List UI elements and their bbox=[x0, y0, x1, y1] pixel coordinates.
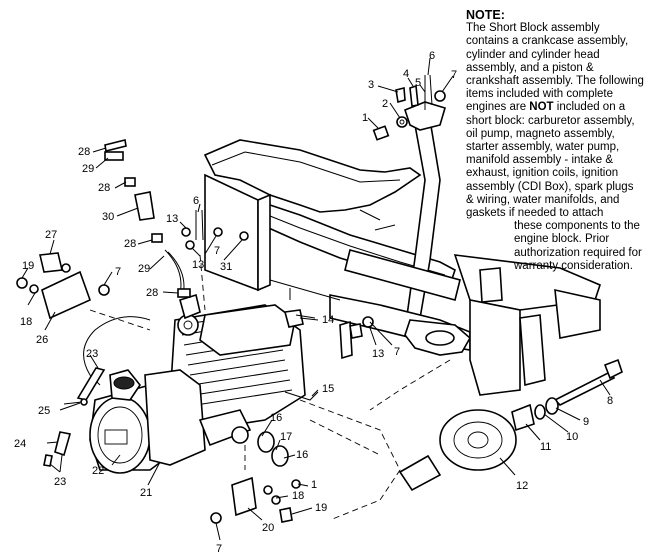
callout-7: 7 bbox=[214, 245, 220, 257]
callout-7: 7 bbox=[451, 69, 457, 81]
note-heading: NOTE: bbox=[466, 8, 505, 22]
short-block-note: NOTE: The Short Block assembly contains … bbox=[466, 8, 644, 273]
callout-18: 18 bbox=[292, 490, 304, 502]
callout-29: 29 bbox=[82, 163, 94, 175]
callout-19: 19 bbox=[22, 260, 34, 272]
callout-16: 16 bbox=[296, 449, 308, 461]
callout-9: 9 bbox=[583, 416, 589, 428]
callout-31: 31 bbox=[220, 261, 232, 273]
callout-23: 23 bbox=[86, 348, 98, 360]
callout-30: 30 bbox=[102, 211, 114, 223]
callout-11: 11 bbox=[540, 441, 551, 453]
callout-24: 24 bbox=[14, 438, 26, 450]
callout-3: 3 bbox=[368, 79, 374, 91]
callout-28: 28 bbox=[124, 238, 136, 250]
callout-16: 16 bbox=[270, 412, 282, 424]
callout-4: 4 bbox=[403, 68, 409, 80]
callout-29: 29 bbox=[138, 263, 150, 275]
callout-13: 13 bbox=[372, 348, 384, 360]
frame-assembly bbox=[203, 101, 601, 396]
callout-28: 28 bbox=[146, 287, 158, 299]
callout-5: 5 bbox=[415, 77, 421, 89]
callout-13: 13 bbox=[166, 213, 178, 225]
note-text-bold: NOT bbox=[529, 101, 554, 114]
callout-28: 28 bbox=[78, 146, 90, 158]
note-body-continued: these components to the engine block. Pr… bbox=[514, 220, 642, 272]
callout-14: 14 bbox=[322, 314, 334, 326]
callout-15: 15 bbox=[322, 383, 334, 395]
callout-7: 7 bbox=[216, 543, 222, 555]
callout-26: 26 bbox=[36, 334, 48, 346]
small-parts bbox=[16, 74, 623, 524]
engine-short-block bbox=[83, 293, 306, 474]
callout-13: 13 bbox=[192, 259, 204, 271]
callout-19: 19 bbox=[315, 502, 327, 514]
callout-17: 17 bbox=[280, 431, 292, 443]
callout-25: 25 bbox=[38, 405, 50, 417]
note-text-1: The Short Block assembly contains a cran… bbox=[466, 22, 644, 114]
callout-18: 18 bbox=[20, 316, 32, 328]
callout-8: 8 bbox=[607, 395, 613, 407]
leader-lines bbox=[21, 57, 611, 541]
callout-12: 12 bbox=[516, 480, 528, 492]
callout-1: 1 bbox=[362, 112, 368, 124]
callout-20: 20 bbox=[262, 522, 274, 534]
callout-10: 10 bbox=[566, 431, 578, 443]
callout-23: 23 bbox=[54, 476, 66, 488]
callout-labels: 1 2 3 4 5 6 7 28 29 28 30 13 6 28 7 13 3… bbox=[14, 50, 613, 555]
callout-27: 27 bbox=[45, 229, 57, 241]
callout-2: 2 bbox=[382, 98, 388, 110]
callout-7: 7 bbox=[394, 346, 400, 358]
callout-1: 1 bbox=[311, 479, 317, 491]
callout-7: 7 bbox=[115, 266, 121, 278]
callout-21: 21 bbox=[140, 487, 152, 499]
note-body: The Short Block assembly contains a cran… bbox=[466, 22, 644, 220]
callout-6: 6 bbox=[429, 50, 435, 62]
callout-6: 6 bbox=[193, 195, 199, 207]
note-text-2: included on a short block: carburetor as… bbox=[466, 101, 635, 220]
callout-22: 22 bbox=[92, 465, 104, 477]
callout-28: 28 bbox=[98, 182, 110, 194]
